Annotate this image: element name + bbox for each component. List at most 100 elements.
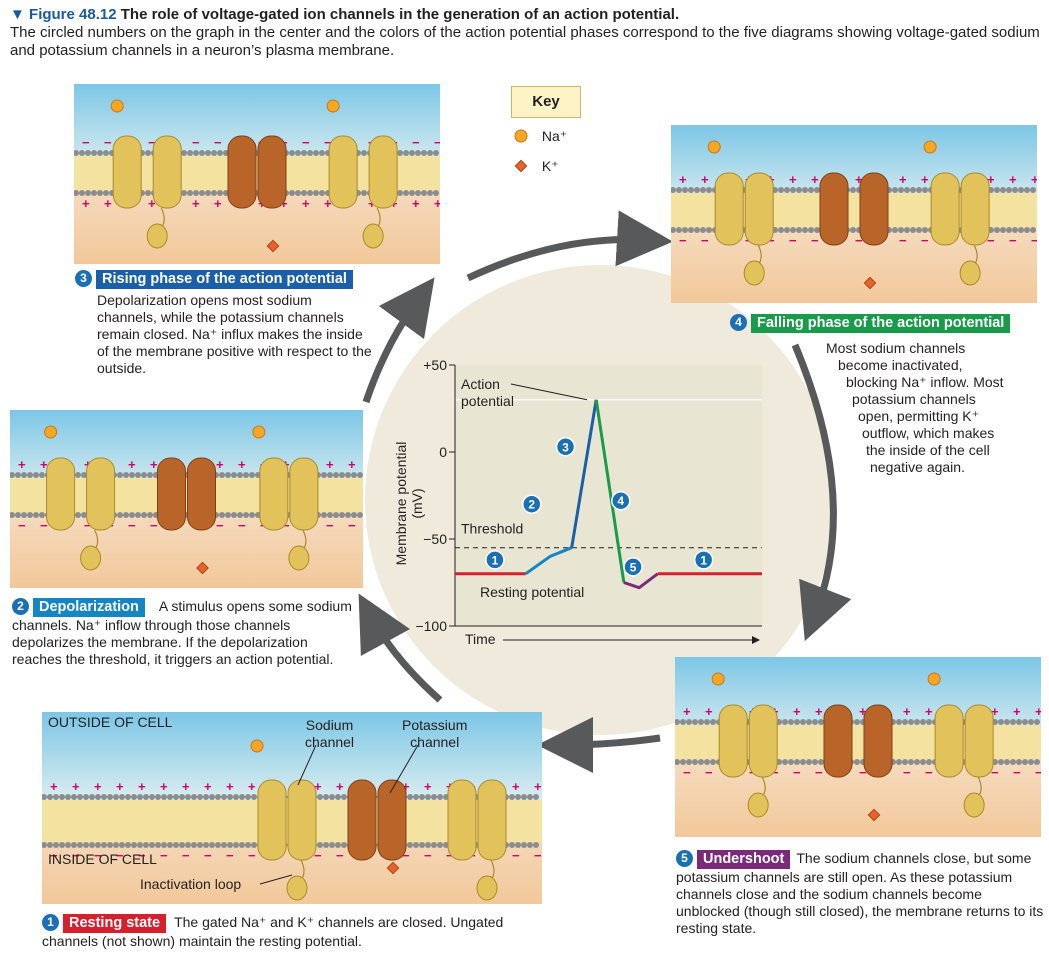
cycle-arrow-5-1 — [537, 716, 661, 773]
outside-of-cell-label: OUTSIDE OF CELL — [48, 714, 173, 730]
svg-text:+: + — [248, 779, 256, 794]
potassium-ion-icon — [386, 861, 400, 875]
svg-text:−: − — [248, 848, 256, 863]
svg-text:−: − — [903, 765, 911, 780]
svg-text:+: + — [512, 779, 520, 794]
svg-text:+: + — [1035, 704, 1041, 719]
inactivation-loop-label: Inactivation loop — [140, 876, 242, 892]
resting-potential-label: Resting potential — [480, 584, 584, 600]
phase-marker-label: 1 — [700, 553, 707, 567]
figure-title-block: ▼ Figure 48.12 The role of voltage-gated… — [10, 6, 1040, 60]
svg-text:+: + — [204, 779, 212, 794]
svg-text:−: − — [40, 518, 48, 533]
svg-text:+: + — [336, 779, 344, 794]
action-potential-leader — [510, 383, 588, 401]
svg-text:−: − — [534, 848, 542, 863]
svg-text:+: + — [82, 196, 90, 211]
key-title: Key — [511, 86, 581, 118]
y-axis-label: Membrane potential(mV) — [393, 442, 425, 566]
sodium-channel-label: Sodium channel — [305, 717, 354, 751]
label-undershoot: Undershoot — [697, 850, 791, 869]
membrane-diagram-undershoot: +−+−+−+−+−+−+−+−+−+−+−+−+−+−+−+−+− — [675, 657, 1041, 837]
svg-text:+: + — [148, 196, 156, 211]
svg-text:−: − — [216, 518, 224, 533]
svg-text:−: − — [446, 848, 454, 863]
inactivation-gate-icon — [747, 792, 769, 818]
svg-text:−: − — [683, 765, 691, 780]
svg-text:−: − — [128, 518, 136, 533]
phase-marker-circle — [522, 494, 542, 514]
sodium-ion-icon — [927, 672, 941, 686]
time-arrowhead — [752, 636, 760, 644]
threshold-label: Threshold — [461, 521, 523, 537]
svg-text:−: − — [991, 765, 999, 780]
phase-marker-label: 3 — [562, 440, 569, 454]
membrane-diagram-falling: +−+−+−+−+−+−+−+−+−+−+−+−+−+−+−+−+− — [671, 125, 1037, 303]
svg-text:+: + — [701, 172, 709, 187]
step-number-2: 2 — [12, 598, 29, 615]
potassium-ion-icon — [196, 561, 209, 575]
svg-text:+: + — [903, 704, 911, 719]
svg-text:−: − — [679, 233, 687, 248]
plot-area — [455, 365, 762, 626]
svg-text:+: + — [534, 779, 542, 794]
svg-text:+: + — [128, 457, 136, 472]
svg-text:−: − — [987, 233, 995, 248]
svg-text:+: + — [138, 779, 146, 794]
key-row-na: Na⁺ — [514, 128, 567, 145]
svg-text:+: + — [72, 779, 80, 794]
cycle-arrow-3-4 — [466, 210, 673, 282]
text-undershoot: The sodium channels close, but some pota… — [676, 850, 1044, 936]
panel-depolarization: +−+−+−+−+−+−+−+−+−+−+−+−+−+−+−+− — [10, 410, 363, 588]
phase-marker-label: 1 — [492, 553, 499, 567]
inside-of-cell-label: INSIDE OF CELL — [48, 851, 157, 867]
svg-text:+: + — [226, 779, 234, 794]
svg-text:+: + — [94, 779, 102, 794]
svg-text:−: − — [238, 518, 246, 533]
svg-text:−: − — [314, 848, 322, 863]
svg-text:−: − — [324, 135, 332, 150]
svg-text:−: − — [789, 233, 797, 248]
label-depolarization: Depolarization — [33, 598, 145, 617]
potassium-ion-icon — [514, 159, 528, 173]
svg-text:+: + — [1031, 172, 1037, 187]
y-tick-label: 0 — [439, 444, 447, 460]
sodium-ion-icon — [250, 739, 264, 753]
sodium-ion-icon — [707, 140, 721, 154]
svg-text:−: − — [793, 765, 801, 780]
svg-text:−: − — [348, 518, 356, 533]
svg-text:−: − — [82, 135, 90, 150]
svg-text:−: − — [302, 135, 310, 150]
falling-line-6: outflow, which makes — [862, 425, 995, 441]
svg-text:+: + — [424, 779, 432, 794]
svg-text:+: + — [705, 704, 713, 719]
potassium-channel-icon — [157, 457, 216, 531]
sodium-ion-icon — [326, 99, 340, 113]
step-number-5: 5 — [676, 850, 693, 867]
inactivation-gate-icon — [286, 875, 308, 901]
svg-text:+: + — [104, 196, 112, 211]
svg-text:−: − — [226, 848, 234, 863]
sodium-channel-icon — [112, 135, 182, 249]
svg-text:+: + — [859, 704, 867, 719]
svg-text:−: − — [148, 135, 156, 150]
sodium-ion-icon — [252, 425, 266, 439]
membrane-diagram-rising: −+−+−+−+−+−+−+−+−+−+−+−+−+−+−+−+−+ — [74, 84, 440, 264]
sodium-channel-icon — [930, 172, 990, 286]
svg-text:−: − — [336, 848, 344, 863]
svg-text:+: + — [412, 196, 420, 211]
svg-text:−: − — [84, 518, 92, 533]
figure-description: The circled numbers on the graph in the … — [10, 24, 1040, 59]
inactivation-gate-icon — [288, 545, 310, 571]
cycle-arrow-1-2 — [358, 593, 443, 703]
phase-3-segment-2 — [570, 399, 598, 548]
svg-text:+: + — [402, 779, 410, 794]
svg-text:−: − — [138, 848, 146, 863]
phase-marker-label: 5 — [630, 560, 637, 574]
sodium-channel-icon — [46, 457, 116, 571]
svg-text:−: − — [214, 135, 222, 150]
